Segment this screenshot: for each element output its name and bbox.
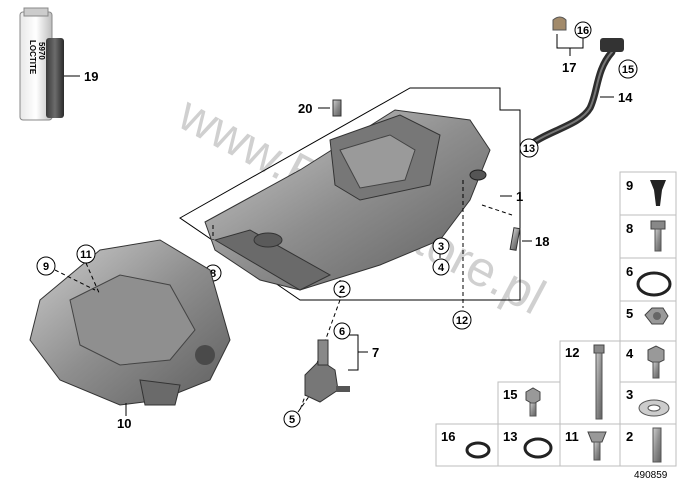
svg-text:9: 9 — [626, 178, 633, 193]
lower-cover-illustration — [29, 239, 231, 406]
svg-text:2: 2 — [339, 284, 345, 296]
svg-text:3: 3 — [626, 387, 633, 402]
svg-text:15: 15 — [622, 64, 634, 76]
svg-text:11: 11 — [80, 249, 92, 261]
svg-text:9: 9 — [43, 261, 49, 273]
tile-11: 11 — [559, 423, 621, 467]
svg-text:8: 8 — [210, 268, 216, 280]
callout-14: 14 — [618, 90, 633, 105]
svg-text:13: 13 — [503, 429, 517, 444]
tube-product-label: 5970 — [37, 42, 46, 60]
callout-2: 2 — [333, 280, 351, 298]
tile-3: 3 — [619, 381, 677, 425]
svg-text:15: 15 — [503, 387, 517, 402]
callout-18: 18 — [535, 234, 549, 249]
tile-6: 6 — [619, 257, 677, 302]
svg-text:6: 6 — [339, 326, 345, 338]
tile-4: 4 — [619, 340, 677, 383]
svg-text:12: 12 — [456, 315, 468, 327]
callout-6: 6 — [333, 322, 351, 340]
tube-brand-label: LOCTITE — [28, 40, 37, 75]
svg-text:12: 12 — [565, 345, 579, 360]
oil-pan-outline-box — [179, 87, 521, 301]
svg-text:5: 5 — [289, 414, 295, 426]
svg-text:4: 4 — [626, 346, 634, 361]
tile-9: 9 — [619, 171, 677, 216]
callout-19: 19 — [84, 69, 98, 84]
tile-8: 8 — [619, 214, 677, 259]
callout-15: 15 — [618, 59, 638, 79]
svg-text:4: 4 — [438, 262, 445, 274]
callout-7: 7 — [372, 345, 379, 360]
tile-12: 12 — [559, 340, 621, 425]
callout-3: 3 — [432, 237, 450, 255]
callout-17: 17 — [562, 60, 576, 75]
tile-5: 5 — [619, 300, 677, 342]
oil-pan-illustration — [204, 109, 491, 291]
stud-20-illustration — [332, 99, 342, 117]
tile-2: 2 — [619, 423, 677, 467]
svg-text:8: 8 — [626, 221, 633, 236]
sealant-tube-illustration: LOCTITE 5970 — [19, 7, 64, 121]
svg-text:16: 16 — [577, 25, 589, 37]
svg-text:11: 11 — [565, 429, 579, 444]
pin-18-illustration — [509, 227, 521, 251]
svg-text:3: 3 — [438, 241, 444, 253]
callout-5: 5 — [283, 410, 301, 428]
reference-number: 490859 — [634, 470, 668, 481]
tile-15: 15 — [497, 381, 561, 425]
svg-text:16: 16 — [441, 429, 455, 444]
callout-11: 11 — [76, 244, 96, 264]
tile-13: 13 — [497, 423, 561, 467]
callout-4: 4 — [432, 258, 450, 276]
callout-9: 9 — [36, 256, 56, 276]
callout-16: 16 — [574, 21, 592, 39]
svg-text:2: 2 — [626, 429, 633, 444]
svg-text:13: 13 — [523, 143, 535, 155]
callout-1: 1 — [516, 189, 523, 204]
svg-text:6: 6 — [626, 264, 633, 279]
dipstick-tube-illustration — [526, 16, 624, 149]
callout-13: 13 — [519, 138, 539, 158]
callout-12: 12 — [452, 310, 472, 330]
callout-20: 20 — [298, 101, 312, 116]
callout-10: 10 — [117, 416, 131, 431]
tile-16: 16 — [435, 423, 499, 467]
svg-text:5: 5 — [626, 306, 633, 321]
oil-level-sensor-illustration — [304, 339, 350, 403]
